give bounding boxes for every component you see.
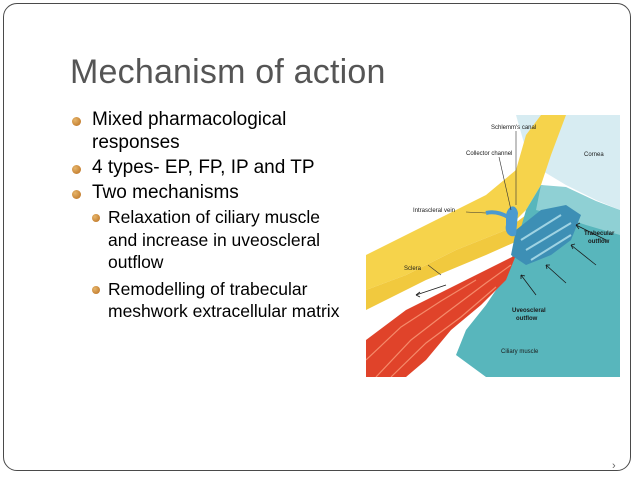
sclera-lower [366, 215, 531, 310]
trabecular-meshwork [511, 205, 581, 265]
bullet-item: Mixed pharmacological responses [70, 108, 352, 154]
ciliary-body-region [456, 185, 620, 377]
label-ciliary-muscle: Ciliary muscle [501, 349, 539, 355]
label-trabecular-outflow-2: outflow [588, 239, 610, 245]
bullet-list: Mixed pharmacological responses 4 types-… [70, 108, 360, 327]
bullet-dot-icon [72, 165, 81, 174]
ciliary-muscle-region [366, 255, 516, 377]
label-trabecular-outflow-1: Trabecular [584, 231, 615, 237]
bullet-dot-icon [72, 117, 81, 126]
bullet-dot-icon [92, 285, 100, 294]
label-collector-channel: Collector channel [466, 151, 512, 157]
meshwork-lines [520, 214, 572, 261]
sub-bullet-item: Relaxation of ciliary muscle and increas… [90, 206, 338, 274]
bullet-dot-icon [72, 190, 81, 199]
label-schlemms-canal: Schlemm's canal [491, 125, 536, 131]
schlemms-canal [505, 206, 518, 237]
label-uveoscleral-outflow-1: Uveoscleral [512, 308, 546, 314]
slide-title: Mechanism of action [70, 53, 386, 91]
muscle-fiber [375, 264, 512, 377]
sub-bullet-item: Remodelling of trabecular meshwork extra… [90, 278, 358, 323]
bullet-item: Two mechanisms [70, 181, 360, 204]
leader-lines [427, 131, 517, 276]
flow-arrows [415, 222, 607, 298]
label-uveoscleral-outflow-2: outflow [516, 316, 538, 322]
slide-nav-arrow-icon: › [612, 460, 616, 472]
bullet-dot-icon [92, 214, 100, 222]
intrascleral-vein [485, 210, 509, 219]
bullet-item: 4 types- EP, FP, IP and TP [70, 156, 342, 179]
sclera-region [366, 115, 566, 290]
anterior-chamber [536, 185, 620, 235]
label-intrascleral-vein: Intrascleral vein [413, 208, 455, 214]
aqueous-outflow-diagram: Schlemm's canal Collector channel Cornea… [366, 115, 620, 377]
label-cornea: Cornea [584, 152, 604, 158]
muscle-fiber [366, 279, 477, 361]
label-sclera: Sclera [404, 266, 422, 272]
muscle-fiber [390, 286, 497, 377]
